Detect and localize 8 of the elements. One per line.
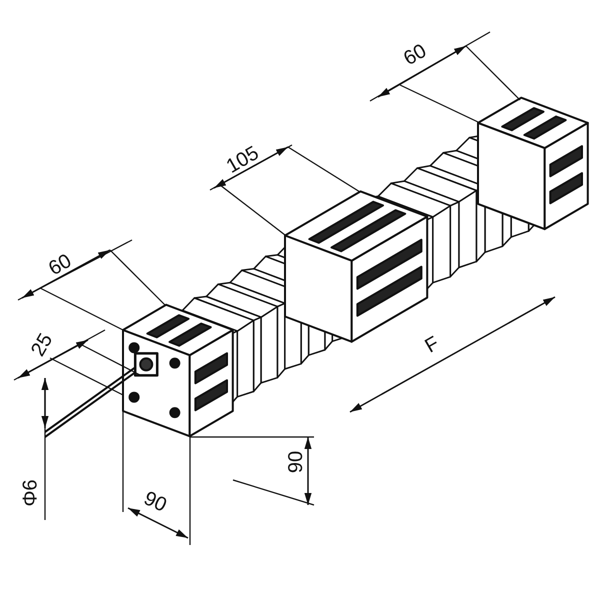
dimension-label: F (422, 333, 442, 357)
dimension-label: 90 (286, 450, 306, 474)
dimension-label: 60 (400, 40, 430, 70)
dimension-label: Φ6 (20, 479, 40, 507)
dimension-label: 105 (222, 143, 262, 177)
dimension-label: 90 (140, 488, 170, 516)
dimension-label: 25 (28, 330, 56, 360)
dimension-label: 60 (46, 250, 75, 280)
